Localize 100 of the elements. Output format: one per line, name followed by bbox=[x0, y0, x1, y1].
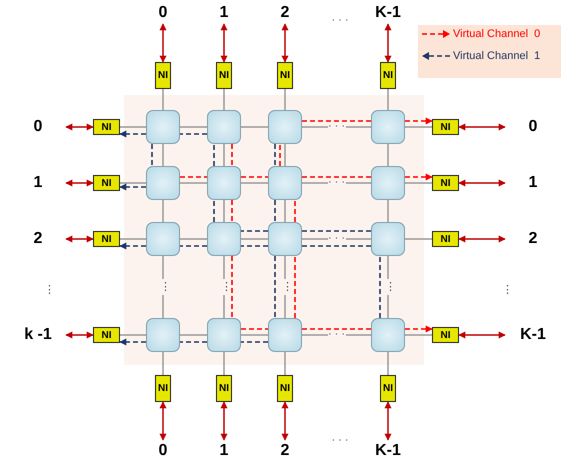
bidirectional-arrow bbox=[160, 401, 166, 441]
ellipsis: ⋮ bbox=[44, 283, 50, 298]
link-line bbox=[162, 89, 164, 110]
virtual-channel-route bbox=[302, 120, 371, 122]
link-line bbox=[284, 200, 286, 222]
virtual-channel-route bbox=[231, 144, 233, 166]
network-interface-box: NI bbox=[93, 119, 120, 135]
port-number: 1 bbox=[10, 172, 66, 194]
port-number: 0 bbox=[143, 440, 183, 462]
link-line bbox=[223, 144, 225, 166]
virtual-channel-route bbox=[231, 256, 233, 318]
port-number: 0 bbox=[10, 116, 66, 138]
router-box bbox=[268, 318, 302, 352]
bidirectional-arrow bbox=[458, 332, 506, 338]
bidirectional-arrow bbox=[220, 401, 228, 441]
network-interface-box: NI bbox=[380, 62, 396, 89]
port-number: 1 bbox=[204, 440, 244, 462]
link-line bbox=[180, 334, 207, 336]
router-box bbox=[146, 110, 180, 144]
port-number: 2 bbox=[10, 228, 66, 250]
bidirectional-arrow bbox=[282, 23, 288, 63]
virtual-channel-route bbox=[274, 200, 276, 222]
legend-label: Virtual Channel 0 bbox=[453, 27, 540, 41]
router-box bbox=[371, 110, 405, 144]
router-box bbox=[371, 318, 405, 352]
virtual-channel-route bbox=[180, 245, 207, 247]
router-box bbox=[146, 318, 180, 352]
link-line bbox=[405, 182, 432, 184]
link-line bbox=[180, 126, 207, 128]
link-line bbox=[162, 144, 164, 166]
port-number: K-1 bbox=[505, 324, 561, 346]
ellipsis: ⋮ bbox=[282, 279, 288, 295]
link-line bbox=[162, 256, 164, 318]
link-line bbox=[405, 238, 432, 240]
link-line bbox=[120, 238, 146, 240]
network-interface-box: NI bbox=[155, 62, 171, 89]
port-number: 0 bbox=[143, 2, 183, 24]
link-line bbox=[302, 238, 371, 240]
router-box bbox=[207, 318, 241, 352]
link-line bbox=[223, 256, 225, 318]
network-interface-box: NI bbox=[93, 175, 120, 191]
virtual-channel-route bbox=[302, 176, 371, 178]
virtual-channel-route bbox=[405, 326, 433, 332]
virtual-channel-route bbox=[180, 133, 207, 135]
virtual-channel-route bbox=[274, 144, 276, 166]
virtual-channel-route bbox=[274, 256, 276, 318]
link-line bbox=[180, 238, 207, 240]
virtual-channel-route bbox=[294, 200, 296, 222]
virtual-channel-route bbox=[302, 245, 371, 247]
router-box bbox=[207, 166, 241, 200]
bidirectional-arrow bbox=[65, 124, 94, 130]
bidirectional-arrow bbox=[65, 180, 94, 186]
link-line bbox=[405, 126, 432, 128]
link-line bbox=[120, 334, 146, 336]
virtual-channel-route bbox=[213, 200, 215, 222]
link-line bbox=[387, 89, 389, 110]
virtual-channel-route bbox=[180, 341, 207, 343]
link-line bbox=[284, 352, 286, 375]
link-line bbox=[387, 256, 389, 318]
ellipsis: ⋮ bbox=[502, 283, 508, 298]
network-interface-box: NI bbox=[155, 375, 171, 402]
link-line bbox=[241, 334, 268, 336]
network-interface-box: NI bbox=[277, 62, 293, 89]
ellipsis: ⋮ bbox=[385, 279, 391, 295]
ellipsis: ⋮ bbox=[221, 279, 227, 295]
network-interface-box: NI bbox=[432, 119, 459, 135]
router-box bbox=[268, 222, 302, 256]
router-box bbox=[146, 222, 180, 256]
link-line bbox=[387, 352, 389, 375]
port-number: 1 bbox=[505, 172, 561, 194]
link-line bbox=[387, 200, 389, 222]
virtual-channel-route bbox=[241, 230, 268, 232]
port-number: 0 bbox=[505, 116, 561, 138]
network-interface-box: NI bbox=[93, 231, 120, 247]
virtual-channel-route bbox=[180, 176, 207, 178]
virtual-channel-route bbox=[231, 200, 233, 222]
ellipsis: · · · bbox=[328, 330, 346, 339]
bidirectional-arrow bbox=[384, 401, 392, 441]
virtual-channel-route bbox=[405, 174, 433, 180]
ellipsis: · · · bbox=[328, 178, 346, 187]
bidirectional-arrow bbox=[65, 332, 94, 338]
link-line bbox=[241, 238, 268, 240]
network-interface-box: NI bbox=[380, 375, 396, 402]
bidirectional-arrow bbox=[458, 180, 506, 186]
network-interface-box: NI bbox=[432, 175, 459, 191]
port-number: 1 bbox=[204, 2, 244, 24]
link-line bbox=[180, 182, 207, 184]
router-box bbox=[268, 110, 302, 144]
link-line bbox=[405, 334, 432, 336]
network-interface-box: NI bbox=[216, 375, 232, 402]
link-line bbox=[162, 200, 164, 222]
link-line bbox=[284, 89, 286, 110]
virtual-channel-route bbox=[302, 328, 371, 330]
link-line bbox=[387, 144, 389, 166]
link-line bbox=[223, 89, 225, 110]
link-line bbox=[241, 126, 268, 128]
ellipsis: · · · bbox=[328, 122, 346, 131]
link-line bbox=[223, 200, 225, 222]
ellipsis: · · · bbox=[331, 433, 349, 448]
port-number: 2 bbox=[265, 440, 305, 462]
